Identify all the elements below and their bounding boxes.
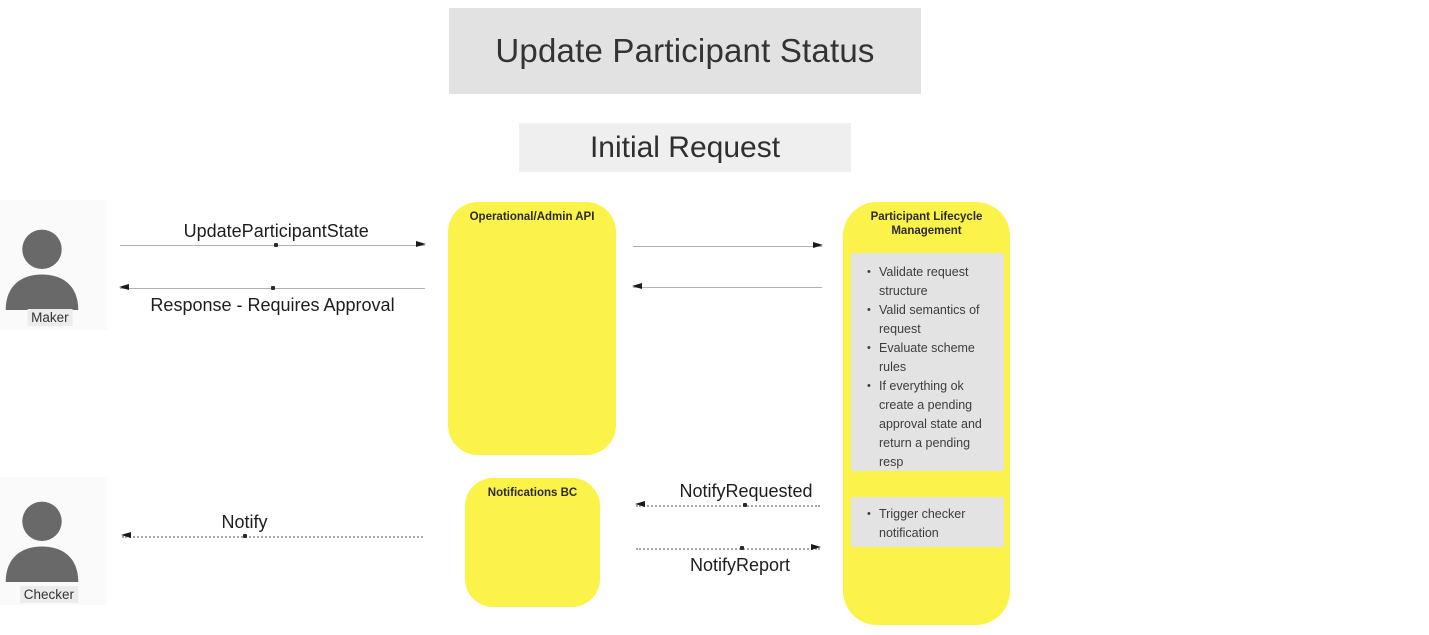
message-anchor-dot <box>271 285 275 290</box>
message-line <box>633 246 822 247</box>
arrowhead-left-icon <box>632 283 642 289</box>
message-notify-report: NotifyReport <box>636 544 821 575</box>
message-notify: Notify <box>121 512 423 538</box>
component-title-line2: Management <box>891 225 962 238</box>
actor-checker: Checker <box>0 477 107 605</box>
message-plm-to-api-response <box>632 283 822 289</box>
note-list: Trigger checker notification <box>857 505 996 543</box>
message-line <box>636 548 820 550</box>
message-update-participant-state: UpdateParticipantState <box>120 221 426 247</box>
component-participant-lifecycle-management: Participant Lifecycle Management Validat… <box>843 202 1010 625</box>
component-operational-admin-api: Operational/Admin API <box>448 202 616 455</box>
arrowhead-right-icon <box>813 242 823 248</box>
message-line <box>633 287 822 288</box>
message-api-to-plm-request <box>633 242 823 248</box>
message-label: Notify <box>221 512 268 532</box>
message-line <box>122 536 423 538</box>
message-anchor-dot <box>243 533 247 538</box>
actor-checker-label: Checker <box>19 586 78 603</box>
component-title: Operational/Admin API <box>469 211 595 223</box>
person-icon <box>5 229 79 310</box>
note-item: Trigger checker notification <box>867 505 996 543</box>
page-title-text: Update Participant Status <box>495 32 875 69</box>
page-subtitle-text: Initial Request <box>589 130 781 164</box>
component-title: Notifications BC <box>487 487 578 499</box>
message-line <box>120 245 425 246</box>
message-anchor-dot <box>274 242 278 247</box>
arrowhead-left-icon <box>119 284 129 290</box>
component-notifications-bc: Notifications BC <box>465 478 600 607</box>
message-label: Response - Requires Approval <box>150 295 395 315</box>
message-response-requires-approval: Response - Requires Approval <box>119 284 425 315</box>
note-validation-steps: Validate request structure Valid semanti… <box>851 253 1004 471</box>
note-list: Validate request structure Valid semanti… <box>857 263 996 472</box>
note-item: Validate request structure <box>867 263 996 301</box>
message-label: NotifyReport <box>689 555 791 575</box>
message-label: NotifyRequested <box>679 481 813 501</box>
actor-maker: Maker <box>0 200 107 330</box>
actor-maker-label: Maker <box>27 309 73 326</box>
message-anchor-dot <box>740 545 744 550</box>
component-title-line1: Participant Lifecycle <box>870 211 983 223</box>
arrowhead-right-icon <box>416 241 426 247</box>
note-item: Evaluate scheme rules <box>867 339 996 377</box>
arrowhead-left-icon <box>635 501 645 507</box>
message-notify-requested: NotifyRequested <box>635 481 820 507</box>
person-icon <box>5 501 79 582</box>
component-title: Participant Lifecycle Management <box>843 202 1010 239</box>
message-label: UpdateParticipantState <box>183 221 369 241</box>
page-title: Update Participant Status <box>449 8 921 94</box>
arrowhead-left-icon <box>121 532 131 538</box>
page-subtitle: Initial Request <box>519 123 851 172</box>
arrowhead-right-icon <box>811 544 821 550</box>
note-trigger-notification: Trigger checker notification <box>851 497 1004 547</box>
message-line <box>636 505 820 507</box>
message-anchor-dot <box>743 502 747 507</box>
note-item: Valid semantics of request <box>867 301 996 339</box>
note-item: If everything ok create a pending approv… <box>867 377 996 472</box>
